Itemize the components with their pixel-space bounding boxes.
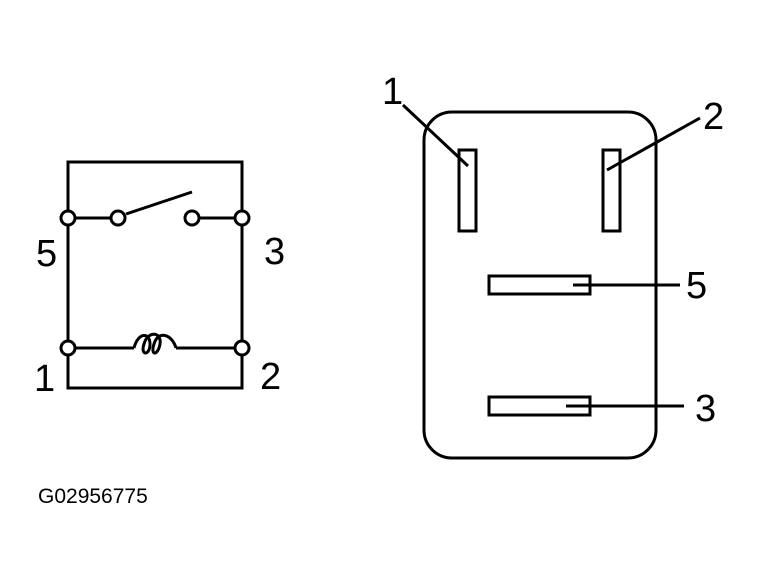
schematic-label-1: 1: [34, 358, 55, 400]
coil-icon: [132, 332, 178, 355]
relay-schematic: [66, 160, 244, 390]
terminal-1-node: [59, 339, 77, 357]
connector-label-1: 1: [382, 71, 403, 113]
schematic-label-2: 2: [260, 356, 281, 398]
leader-line-1: [401, 103, 470, 168]
terminal-2-node: [233, 339, 251, 357]
connector-label-3: 3: [695, 388, 716, 430]
connector-label-5: 5: [686, 265, 707, 307]
schematic-label-5: 5: [36, 233, 57, 275]
switch-contact-fixed: [183, 209, 201, 227]
pin-2-blade: [601, 148, 622, 233]
terminal-3-node: [233, 209, 251, 227]
connector-label-2: 2: [703, 96, 724, 138]
pin-1-blade: [457, 148, 478, 233]
figure-code: G02956775: [38, 485, 148, 508]
leader-line-2: [606, 116, 701, 172]
schematic-label-3: 3: [264, 231, 285, 273]
switch-arm: [125, 190, 193, 216]
terminal-5-node: [59, 209, 77, 227]
switch-contact-moving: [109, 209, 127, 227]
schematic-terminals: [59, 209, 251, 357]
relay-connector: [401, 103, 701, 460]
schematic-frame: [66, 160, 244, 390]
